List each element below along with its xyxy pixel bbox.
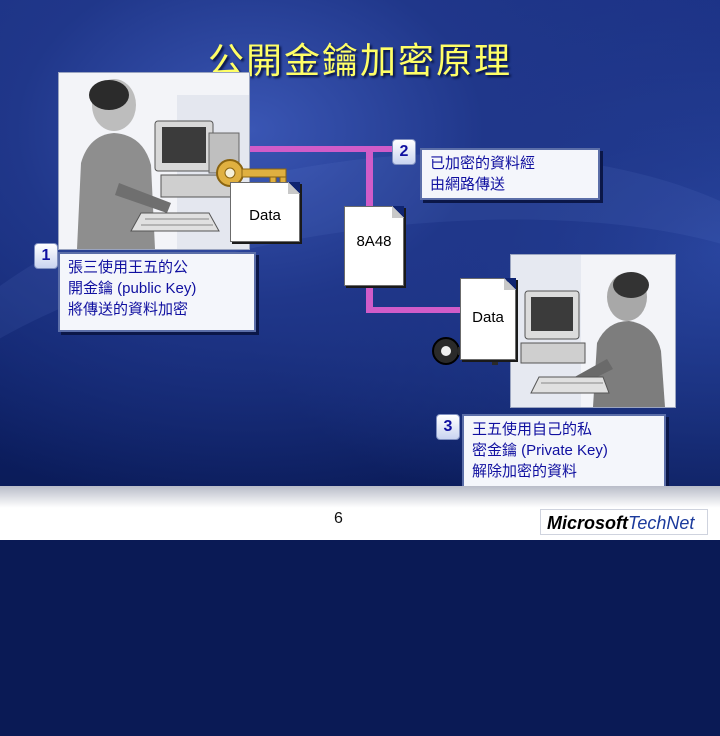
step2-line2: 由網路傳送	[430, 174, 590, 195]
document-label: Data	[231, 207, 299, 224]
step3-description: 王五使用自己的私 密金鑰 (Private Key) 解除加密的資料	[462, 414, 666, 494]
step1-line3: 將傳送的資料加密	[68, 299, 246, 320]
step2-line1: 已加密的資料經	[430, 153, 590, 174]
receiver-computer-user-illustration	[511, 255, 675, 407]
step3-line2-latin: (Private Key)	[517, 442, 608, 459]
logo-technet-text: TechNet	[628, 513, 694, 533]
page-number: 6	[334, 510, 343, 528]
step2-number-badge: 2	[392, 139, 416, 165]
step2-description: 已加密的資料經 由網路傳送	[420, 148, 600, 200]
logo-microsoft-text: Microsoft	[547, 513, 628, 533]
document-label: Data	[461, 309, 515, 326]
step1-line2: 開金鑰 (public Key)	[68, 278, 246, 299]
step3-number-badge: 3	[436, 414, 460, 440]
step1-number-badge: 1	[34, 243, 58, 269]
step3-line2-cjk: 密金鑰	[472, 441, 517, 459]
encrypted-document: 8A48	[344, 206, 404, 286]
plaintext-document-sender: Data	[230, 182, 300, 242]
step1-line1: 張三使用王五的公	[68, 257, 246, 278]
step1-line2-latin: (public Key)	[113, 280, 196, 297]
receiver-photo	[510, 254, 676, 408]
microsoft-technet-logo: MicrosoftTechNet	[540, 509, 708, 535]
step1-description: 張三使用王五的公 開金鑰 (public Key) 將傳送的資料加密	[58, 252, 256, 332]
step3-line3: 解除加密的資料	[472, 461, 656, 482]
step3-line2: 密金鑰 (Private Key)	[472, 440, 656, 461]
step1-line2-cjk: 開金鑰	[68, 279, 113, 297]
document-label: 8A48	[345, 233, 403, 250]
step3-line1: 王五使用自己的私	[472, 419, 656, 440]
plaintext-document-receiver: Data	[460, 278, 516, 360]
